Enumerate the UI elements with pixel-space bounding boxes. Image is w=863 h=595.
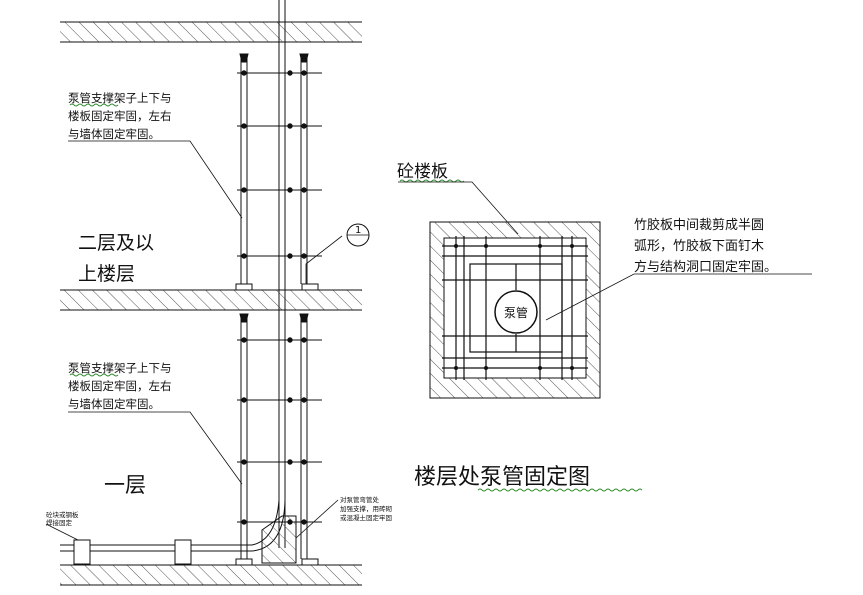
frame-note-upper-line2: 楼板固定牢固，左右 — [68, 109, 172, 123]
section-marker: 1 — [346, 223, 370, 247]
frame-note-lower: 泵管支撑架子上下与 楼板固定牢固，左右 与墙体固定牢固。 — [68, 361, 172, 411]
middle-slab — [60, 289, 362, 311]
horizontal-pump-pipe — [60, 499, 286, 552]
base-note-line2: 焊接固定 — [46, 518, 73, 527]
plywood-note-line1: 竹胶板中间裁剪成半圆 — [634, 217, 764, 233]
frame-note-upper-line3: 与墙体固定牢固。 — [68, 127, 160, 141]
floor-label-second: 二层及以 上楼层 — [78, 232, 154, 285]
detail-title-underline — [477, 488, 643, 492]
elbow-note-line2: 加强支撑，用砖砌 — [340, 504, 393, 513]
plywood-note: 竹胶板中间裁剪成半圆 弧形，竹胶板下面钉木 方与结构洞口固定牢固。 — [634, 217, 777, 275]
slab-leader — [398, 181, 519, 235]
slab-label: 砼楼板 — [397, 162, 448, 182]
top-slab — [60, 21, 362, 43]
elbow-concrete-block — [261, 515, 297, 564]
frame-note-lower-line1: 泵管支撑架子上下与 — [68, 361, 172, 375]
frame-note-upper-line1: 泵管支撑架子上下与 — [68, 91, 172, 105]
base-note: 砼块或钢板 焊接固定 — [46, 510, 79, 527]
vertical-pump-pipe — [278, 0, 286, 548]
leader-lines — [45, 140, 343, 541]
floor-second-line2: 上楼层 — [78, 263, 135, 285]
frame-note-lower-line2: 楼板固定牢固，左右 — [68, 379, 172, 393]
elbow-note-line3: 或混凝土固定牢固 — [340, 513, 392, 522]
support-frame-upper — [237, 53, 322, 284]
floor-second-line1: 二层及以 — [78, 232, 154, 254]
pipe-label: 泵管 — [504, 305, 528, 320]
pipe-pier-supports — [73, 539, 192, 565]
spellcheck-underlines-left — [69, 103, 119, 377]
slab-plan-detail: 泵管 — [429, 221, 601, 399]
pump-pipe-section — [494, 290, 538, 334]
detail-title: 楼层处泵管固定图 — [414, 465, 590, 490]
elbow-note-line1: 对泵管弯管处 — [340, 495, 380, 504]
floor-label-first: 一层 — [104, 473, 146, 497]
frame-note-upper: 泵管支撑架子上下与 楼板固定牢固，左右 与墙体固定牢固。 — [68, 91, 172, 141]
base-note-line1: 砼块或钢板 — [46, 510, 79, 519]
elbow-note: 对泵管弯管处 加强支撑，用砖砌 或混凝土固定牢固 — [340, 495, 393, 522]
frame-note-lower-line3: 与墙体固定牢固。 — [68, 397, 160, 411]
plywood-note-line3: 方与结构洞口固定牢固。 — [634, 259, 777, 275]
ground-slab — [60, 564, 362, 586]
plywood-note-line2: 弧形，竹胶板下面钉木 — [634, 238, 764, 254]
section-marker-number: 1 — [355, 225, 361, 236]
plywood-leader — [545, 273, 812, 321]
base-plates — [235, 283, 319, 566]
